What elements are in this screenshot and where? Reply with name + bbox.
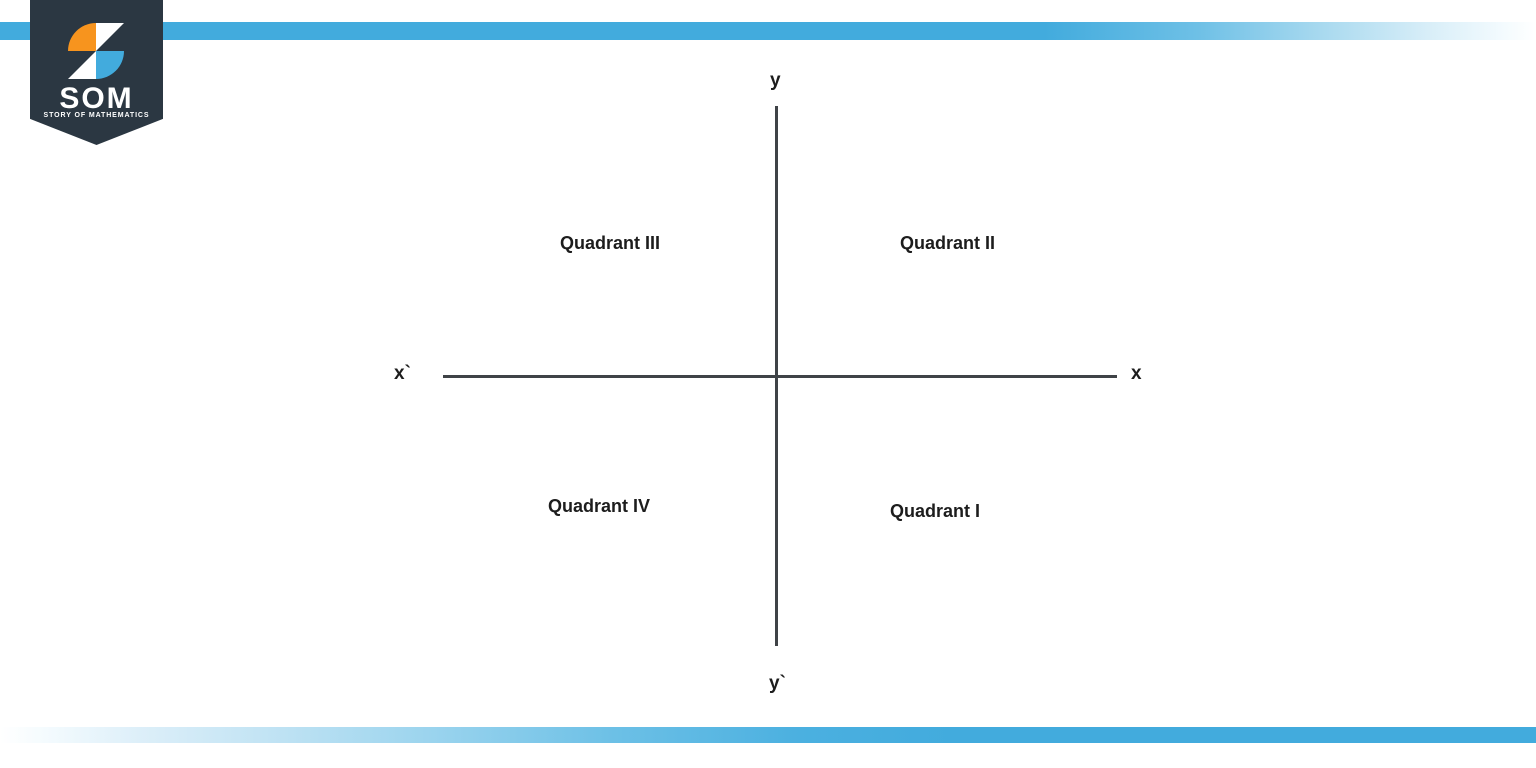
- quadrant-label-lower-right: Quadrant I: [890, 501, 981, 521]
- quadrant-label-upper-right: Quadrant II: [900, 233, 996, 253]
- som-wordmark: SOM: [59, 82, 134, 115]
- y-axis-line: [775, 106, 778, 646]
- som-tagline: STORY OF MATHEMATICS: [43, 112, 150, 119]
- som-logo-badge: SOM STORY OF MATHEMATICS: [30, 0, 163, 145]
- x-axis-negative-label: x`: [394, 363, 411, 384]
- quadrant-label-lower-left: Quadrant IV: [548, 496, 651, 516]
- y-axis-positive-label: y: [770, 70, 781, 91]
- som-logo-mark-icon: [68, 23, 124, 79]
- top-banner-bar: [0, 22, 1536, 40]
- x-axis-line: [443, 375, 1117, 378]
- bottom-banner-bar: [0, 727, 1536, 743]
- y-axis-negative-label: y`: [769, 673, 786, 694]
- quadrant-label-upper-left: Quadrant III: [560, 233, 661, 253]
- x-axis-positive-label: x: [1131, 363, 1142, 384]
